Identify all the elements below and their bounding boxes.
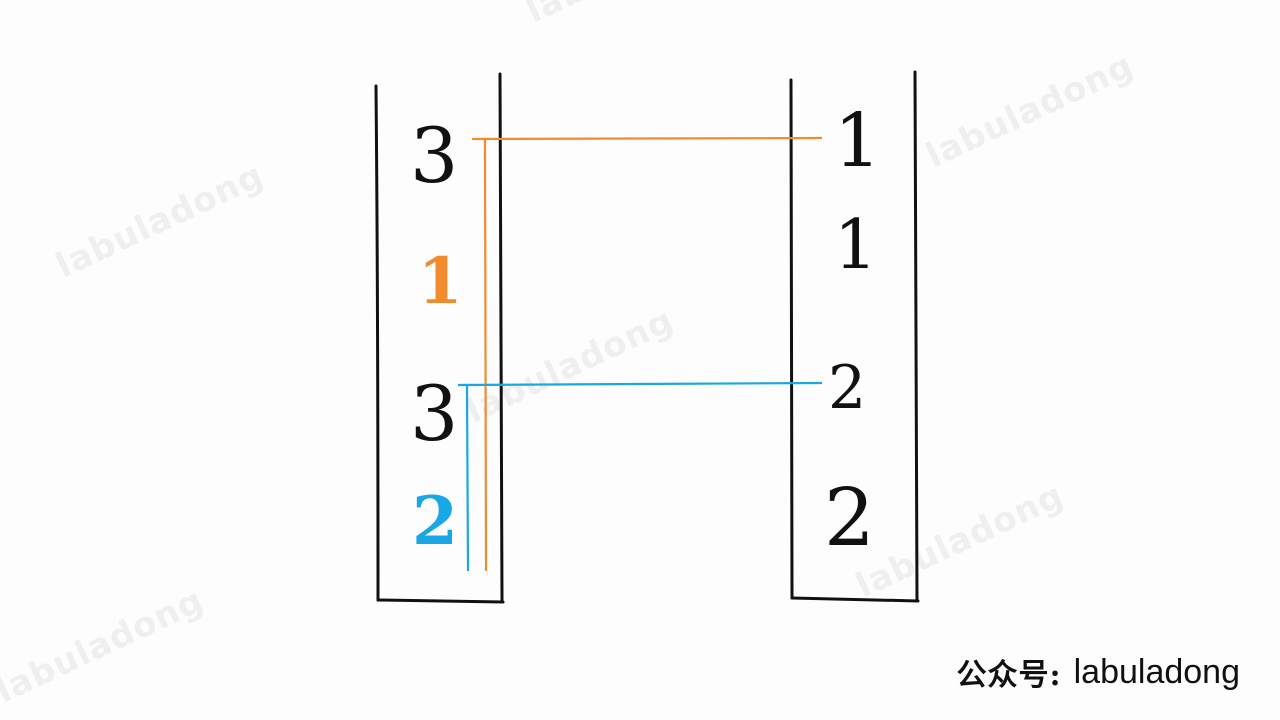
orange-connector-line <box>471 136 823 572</box>
left-stack-item: 3 <box>410 111 459 200</box>
right-stack-item: 1 <box>834 98 882 184</box>
right-stack-item: 2 <box>828 353 867 423</box>
wechat-public-account-label: 公众号: <box>956 658 1062 693</box>
left-stack-item: 3 <box>410 369 459 458</box>
blue-connector-line <box>457 381 823 572</box>
right-stack-item: 2 <box>824 471 875 564</box>
right-stack-item: 1 <box>834 206 878 285</box>
left-stack-item: 2 <box>412 482 458 560</box>
footer: 公众号: labuladong <box>957 650 1240 694</box>
right-stack-container <box>789 70 920 603</box>
account-handle: labuladong <box>1073 652 1240 691</box>
left-stack-item: 1 <box>418 244 463 319</box>
left-stack-container <box>374 72 505 604</box>
